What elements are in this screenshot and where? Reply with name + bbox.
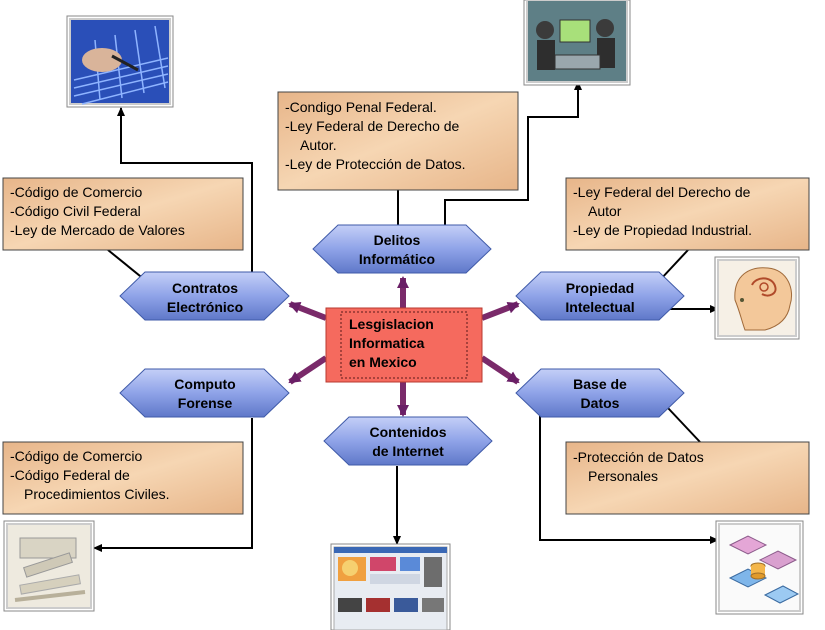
node-base: Base de Datos — [515, 368, 685, 418]
center-title-line-3: en Mexico — [349, 354, 417, 370]
box-delitos-line-4: -Ley de Protección de Datos. — [285, 156, 466, 172]
box-contratos: -Código de Comercio -Código Civil Federa… — [2, 177, 244, 251]
box-base-line-2: Personales — [588, 468, 658, 484]
node-contratos-line-2: Electrónico — [167, 299, 243, 315]
computer-operators-icon — [523, 0, 631, 86]
box-propiedad-line-1: -Ley Federal del Derecho de — [573, 184, 751, 200]
web-page-screenshot-icon — [330, 543, 451, 630]
center-title-line-1: Lesgislacion — [349, 316, 434, 332]
connector-delitos-image — [444, 81, 582, 225]
box-computo: -Código de Comercio -Código Federal de P… — [2, 441, 244, 515]
connector-computo-image — [93, 442, 253, 552]
node-contenidos-line-1: Contenidos — [370, 424, 447, 440]
node-base-line-1: Base de — [573, 376, 627, 392]
node-contenidos: Contenidos de Internet — [323, 416, 493, 466]
node-computo-line-2: Forense — [178, 395, 233, 411]
crime-scene-tape-icon — [3, 520, 95, 612]
node-contenidos-line-2: de Internet — [372, 443, 444, 459]
box-computo-line-2: -Código Federal de — [10, 467, 130, 483]
box-propiedad-line-3: -Ley de Propiedad Industrial. — [573, 222, 752, 238]
box-contratos-line-2: -Código Civil Federal — [10, 203, 141, 219]
node-base-line-2: Datos — [581, 395, 620, 411]
box-delitos-line-1: -Condigo Penal Federal. — [285, 99, 437, 115]
box-base: -Protección de Datos Personales — [565, 441, 810, 515]
database-network-icon — [715, 520, 804, 615]
connector-contratos-image — [117, 107, 253, 272]
node-delitos-line-1: Delitos — [374, 232, 421, 248]
arrow-to-base — [480, 355, 520, 385]
radial-arrows — [288, 276, 520, 417]
connector-lines — [93, 81, 719, 552]
arrow-to-computo — [288, 355, 328, 385]
connector-contratos-box — [107, 249, 146, 281]
arrow-to-propiedad — [480, 301, 520, 321]
box-contratos-line-1: -Código de Comercio — [10, 184, 142, 200]
box-delitos: -Condigo Penal Federal. -Ley Federal de … — [277, 91, 519, 191]
box-delitos-line-3: Autor. — [300, 137, 337, 153]
box-contratos-line-3: -Ley de Mercado de Valores — [10, 222, 185, 238]
box-propiedad: -Ley Federal del Derecho de Autor -Ley d… — [565, 177, 810, 251]
connector-base-box — [667, 407, 701, 443]
arrow-to-contratos — [288, 301, 328, 321]
box-delitos-line-2: -Ley Federal de Derecho de — [285, 118, 460, 134]
connector-base-image — [539, 412, 719, 544]
node-propiedad-line-2: Intelectual — [565, 299, 634, 315]
box-propiedad-line-2: Autor — [588, 203, 622, 219]
center-title-line-2: Informatica — [349, 335, 425, 351]
node-delitos: Delitos Informático — [312, 224, 492, 274]
node-computo: Computo Forense — [119, 368, 290, 418]
node-computo-line-1: Computo — [174, 376, 235, 392]
connector-propiedad-box — [659, 249, 689, 281]
node-propiedad: Propiedad Intelectual — [515, 271, 685, 321]
box-computo-line-1: -Código de Comercio — [10, 448, 142, 464]
node-contratos-line-1: Contratos — [172, 280, 238, 296]
box-computo-line-3: Procedimientos Civiles. — [24, 486, 170, 502]
node-delitos-line-2: Informático — [359, 251, 435, 267]
box-base-line-1: -Protección de Datos — [573, 449, 704, 465]
head-brain-icon — [714, 256, 800, 340]
node-contratos: Contratos Electrónico — [119, 271, 290, 321]
hand-pen-keyboard-icon — [66, 15, 174, 108]
node-propiedad-line-1: Propiedad — [566, 280, 634, 296]
center-node: Lesgislacion Informatica en Mexico — [325, 307, 483, 383]
